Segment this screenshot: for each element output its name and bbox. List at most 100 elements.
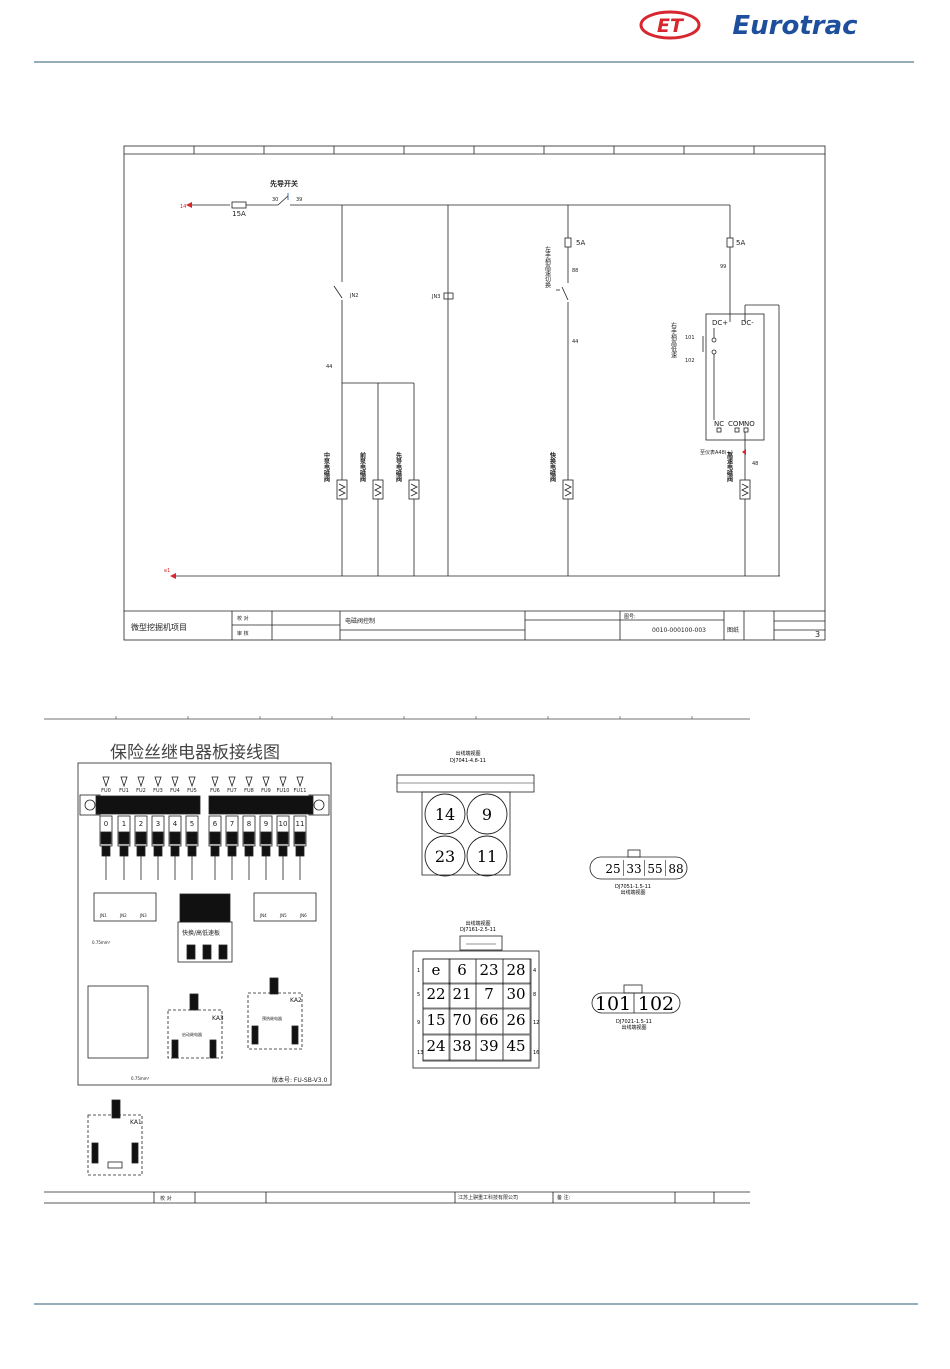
solenoid-coils: [336, 479, 751, 500]
check-label: 校 对: [237, 615, 249, 622]
pin-number: 45: [506, 1037, 525, 1055]
coil-label: 快换电磁阀: [549, 451, 557, 483]
pin-edge-label: 4: [533, 968, 536, 974]
quick-board-label: 快换/高低速板: [182, 929, 220, 937]
c4-part: DJ7021-1.5-11: [616, 1019, 652, 1025]
wire-30-label: 30: [272, 197, 278, 203]
pin-edge-label: 13: [417, 1050, 423, 1056]
pin-number: 23: [435, 847, 455, 866]
fuse-terminal-lower: [153, 845, 163, 857]
schematic-frame: [123, 145, 826, 641]
pin-number: 6: [457, 961, 467, 979]
pin-edge-label: 16: [533, 1050, 539, 1056]
fuse-led-icon: [137, 776, 145, 788]
slot-number: 7: [230, 820, 234, 828]
ka3-label: KA3: [212, 1015, 224, 1022]
fuse-terminal: [135, 831, 147, 845]
pin-number: 25: [605, 862, 620, 876]
slot-number: 11: [296, 820, 305, 828]
fuse-label: FU0: [101, 788, 111, 794]
slot-number: 10: [279, 820, 288, 828]
c2-part: DJ7051-1.5-11: [615, 884, 651, 890]
pin-cell: [502, 1008, 531, 1035]
solenoid-coil-icon: [408, 479, 420, 500]
quick-board-frame: [177, 921, 233, 963]
wire-101-label: 101: [685, 335, 695, 341]
pin-number: 11: [477, 847, 497, 866]
fuse-terminal-lower: [119, 845, 129, 857]
fuse-block-right: [208, 795, 314, 815]
fuse-terminal-lower: [101, 845, 111, 857]
review-label: 审 核: [237, 630, 249, 637]
coil-winding-icon: [741, 483, 749, 497]
fuse-relay-board: [77, 762, 332, 1176]
fuse-terminal-lower: [295, 845, 305, 857]
doc-label: 图纸: [727, 626, 739, 634]
fuse-terminal: [243, 831, 255, 845]
quick-switch-icon: [561, 286, 569, 301]
jn3-label: JN3: [431, 294, 440, 300]
ka2-desc: 预热继电器: [262, 1015, 282, 1021]
relay-label: JN2: [119, 913, 127, 918]
pin-number: 55: [647, 862, 662, 876]
relay-label: JN3: [139, 913, 147, 918]
pin-cell: [502, 958, 531, 985]
slot-number: 0: [104, 820, 108, 828]
pin-number: 22: [426, 985, 445, 1003]
relay-label: JN4: [259, 913, 267, 918]
slot-number: 6: [213, 820, 218, 828]
fuse-terminal-lower: [244, 845, 254, 857]
quick-board-chip: [179, 893, 231, 923]
fuse-terminal-lower: [170, 845, 180, 857]
fuse-terminal: [260, 831, 272, 845]
fuse-led-icon: [171, 776, 179, 788]
schematic-labels: 先导开关 15A 14 30 39 JN2 JN3 44 5A 88 44 5A…: [131, 179, 820, 639]
fuse-terminal-lower: [278, 845, 288, 857]
relay-dc-minus-label: DC-: [741, 319, 754, 327]
fuse-terminal-lower: [210, 845, 220, 857]
c1-part: DJ7041-4.8-11: [450, 758, 486, 764]
slot-number: 5: [190, 820, 194, 828]
c2-caption: 出线端视图: [620, 889, 645, 896]
pin-edge-label: 8: [533, 992, 536, 998]
pin-cell: [422, 1008, 451, 1035]
brand-logo-icon: ET: [639, 10, 701, 40]
main-switch-icon: [277, 195, 289, 206]
coil-winding-icon: [410, 483, 418, 497]
wire-spec-1: 0.75mm²: [92, 940, 111, 945]
fuse-terminal: [209, 831, 221, 845]
fuse-terminal: [152, 831, 164, 845]
pin-edge-label: 5: [417, 992, 420, 998]
ka2-label: KA2: [290, 997, 302, 1004]
fuse-led-icon: [102, 776, 110, 788]
c1-caption: 出线端视图: [455, 750, 480, 757]
footer-check-label: 校 对: [160, 1195, 172, 1202]
jn2-label: JN2: [349, 293, 358, 299]
fuse-led-icon: [154, 776, 162, 788]
solenoid-coil-icon: [739, 479, 751, 500]
solenoid-coil-icon: [336, 479, 348, 500]
fuse-terminal: [118, 831, 130, 845]
schematic-drawing: [123, 145, 826, 641]
fuse-led-icon: [120, 776, 128, 788]
switch-node-icon: [711, 337, 717, 343]
c4-caption: 出线端视图: [621, 1024, 646, 1031]
pin-number: 14: [435, 805, 455, 824]
jn3-coil-icon: [443, 292, 454, 300]
fuse-5a-right-label: 5A: [736, 239, 745, 247]
coil-label: 前泵电磁阀: [359, 451, 366, 483]
wire-39-label: 39: [296, 197, 302, 203]
pin-cell: [422, 982, 451, 1009]
schematic-grid-ticks: [193, 146, 755, 154]
fuse-label: FU4: [170, 788, 180, 794]
wire-44a-label: 44: [326, 364, 332, 370]
relay-dc-plus-label: DC+: [712, 319, 728, 327]
